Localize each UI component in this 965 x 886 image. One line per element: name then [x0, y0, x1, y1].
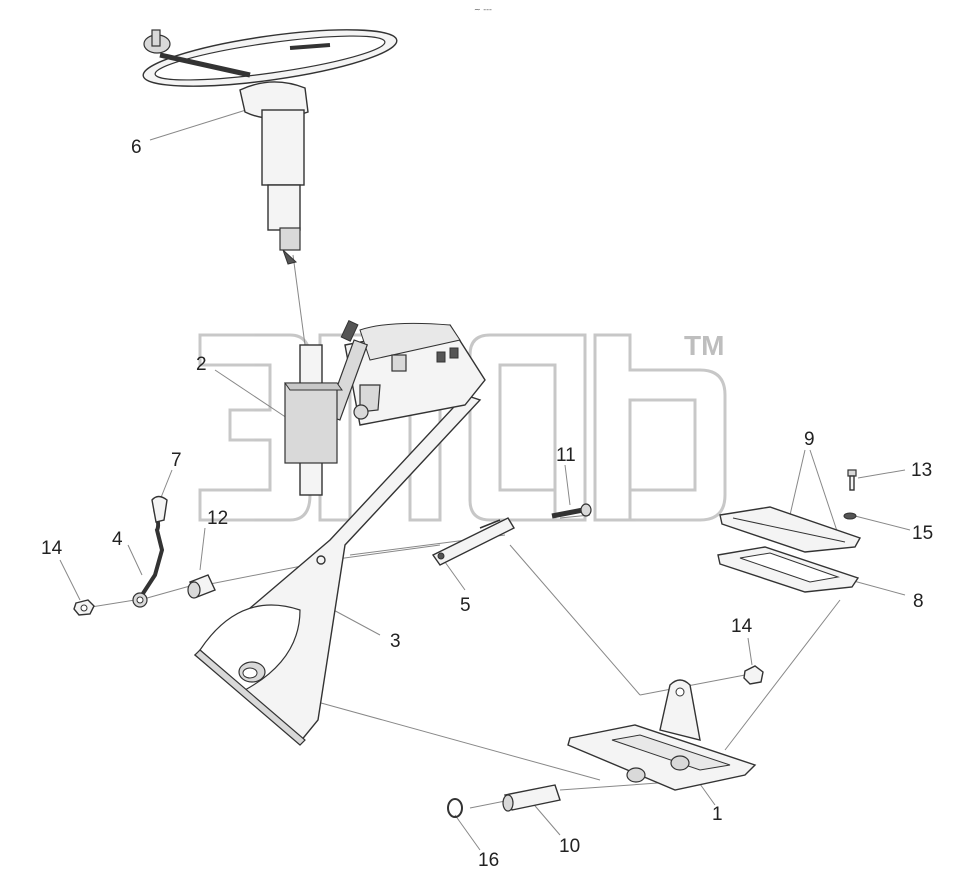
nut-14-left	[73, 599, 95, 616]
cover-9	[719, 506, 862, 553]
callout-12: 12	[207, 508, 228, 529]
base-plate-1	[567, 679, 757, 791]
callout-11: 11	[556, 445, 576, 466]
steering-wheel	[142, 29, 398, 265]
callout-15: 15	[912, 523, 933, 544]
callout-2: 2	[196, 354, 207, 375]
callout-5: 5	[460, 595, 471, 616]
nut-14-right	[743, 665, 764, 685]
callout-labels: 1 2 3 4 5 6 7 8 9 10 11 12 13 14 14 15 1…	[41, 137, 933, 871]
callout-1: 1	[712, 804, 723, 825]
watermark-tm: TM	[684, 330, 724, 361]
bolt-11	[551, 503, 592, 519]
callout-6: 6	[131, 137, 142, 158]
leader-lines	[59, 104, 911, 851]
callout-13: 13	[911, 460, 932, 481]
callout-7: 7	[171, 450, 182, 471]
callout-14-right: 14	[731, 616, 753, 637]
callout-16: 16	[478, 850, 499, 871]
washer-15	[843, 512, 857, 520]
plate-5	[431, 517, 515, 566]
pin-10	[502, 784, 561, 812]
bushing-12	[187, 574, 216, 599]
screw-13	[847, 469, 857, 491]
column-tube	[284, 344, 343, 496]
callout-10: 10	[559, 836, 580, 857]
callout-4: 4	[112, 529, 123, 550]
callout-14-left: 14	[41, 538, 63, 559]
gasket-8	[717, 546, 860, 593]
lever-assembly	[132, 495, 168, 608]
callout-8: 8	[913, 591, 924, 612]
top-mark: ~ ---	[474, 5, 492, 14]
column-bracket	[193, 394, 482, 746]
ring-16	[447, 798, 463, 818]
callout-3: 3	[390, 631, 401, 652]
callout-9: 9	[804, 429, 815, 450]
